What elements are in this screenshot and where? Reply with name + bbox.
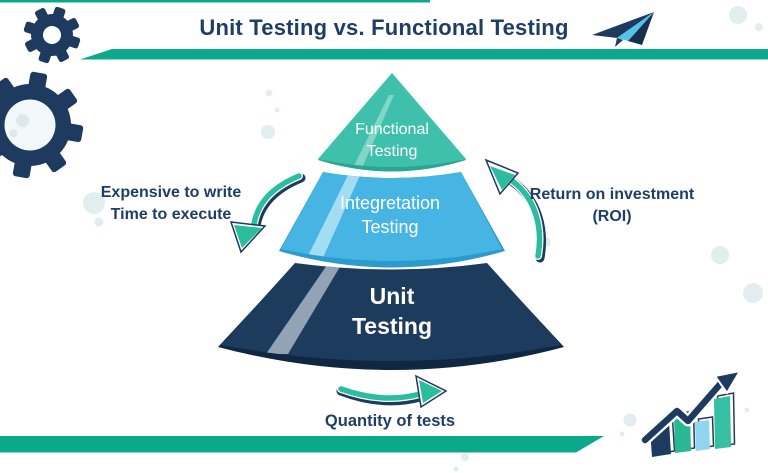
pyramid-level-functional <box>318 73 466 172</box>
gear-icon <box>23 6 81 64</box>
label-integration-testing: Integretation Testing <box>310 191 470 239</box>
top-divider-band <box>80 49 768 60</box>
annotation-bottom: Quantity of tests <box>324 412 456 430</box>
bottom-divider-band <box>0 436 604 453</box>
annotation-line: Return on investment <box>529 186 695 203</box>
label-line: Testing <box>351 313 433 339</box>
pyramid-level-unit <box>218 263 564 370</box>
annotation-line: Expensive to write <box>100 184 242 201</box>
highlight-stripe <box>353 95 394 167</box>
pyramid-level-integration <box>279 172 505 268</box>
label-line: Unit <box>369 283 415 309</box>
growth-chart-icon <box>639 369 743 457</box>
paper-plane-icon <box>592 12 654 47</box>
annotation-right: Return on investment (ROI) <box>528 184 696 228</box>
arrow-down-left <box>229 172 306 254</box>
label-line: Testing <box>366 143 418 160</box>
annotation-left: Expensive to write Time to execute <box>92 182 250 226</box>
highlight-stripe <box>266 265 341 354</box>
annotation-line: (ROI) <box>592 208 632 225</box>
page-title: Unit Testing vs. Functional Testing <box>199 15 569 40</box>
label-line: Functional <box>355 121 429 138</box>
label-line: Integretation <box>339 193 441 213</box>
annotation-line: Time to execute <box>110 206 232 223</box>
label-unit-testing: Unit Testing <box>322 281 462 341</box>
background-dots <box>83 6 763 472</box>
gear-icon <box>0 71 84 179</box>
arrow-up-right <box>484 158 547 263</box>
highlight-stripe <box>306 173 361 260</box>
label-line: Testing <box>361 217 419 237</box>
label-functional-testing: Functional Testing <box>322 119 462 163</box>
top-edge-strip <box>0 0 430 3</box>
arrow-right-bottom <box>336 374 448 409</box>
